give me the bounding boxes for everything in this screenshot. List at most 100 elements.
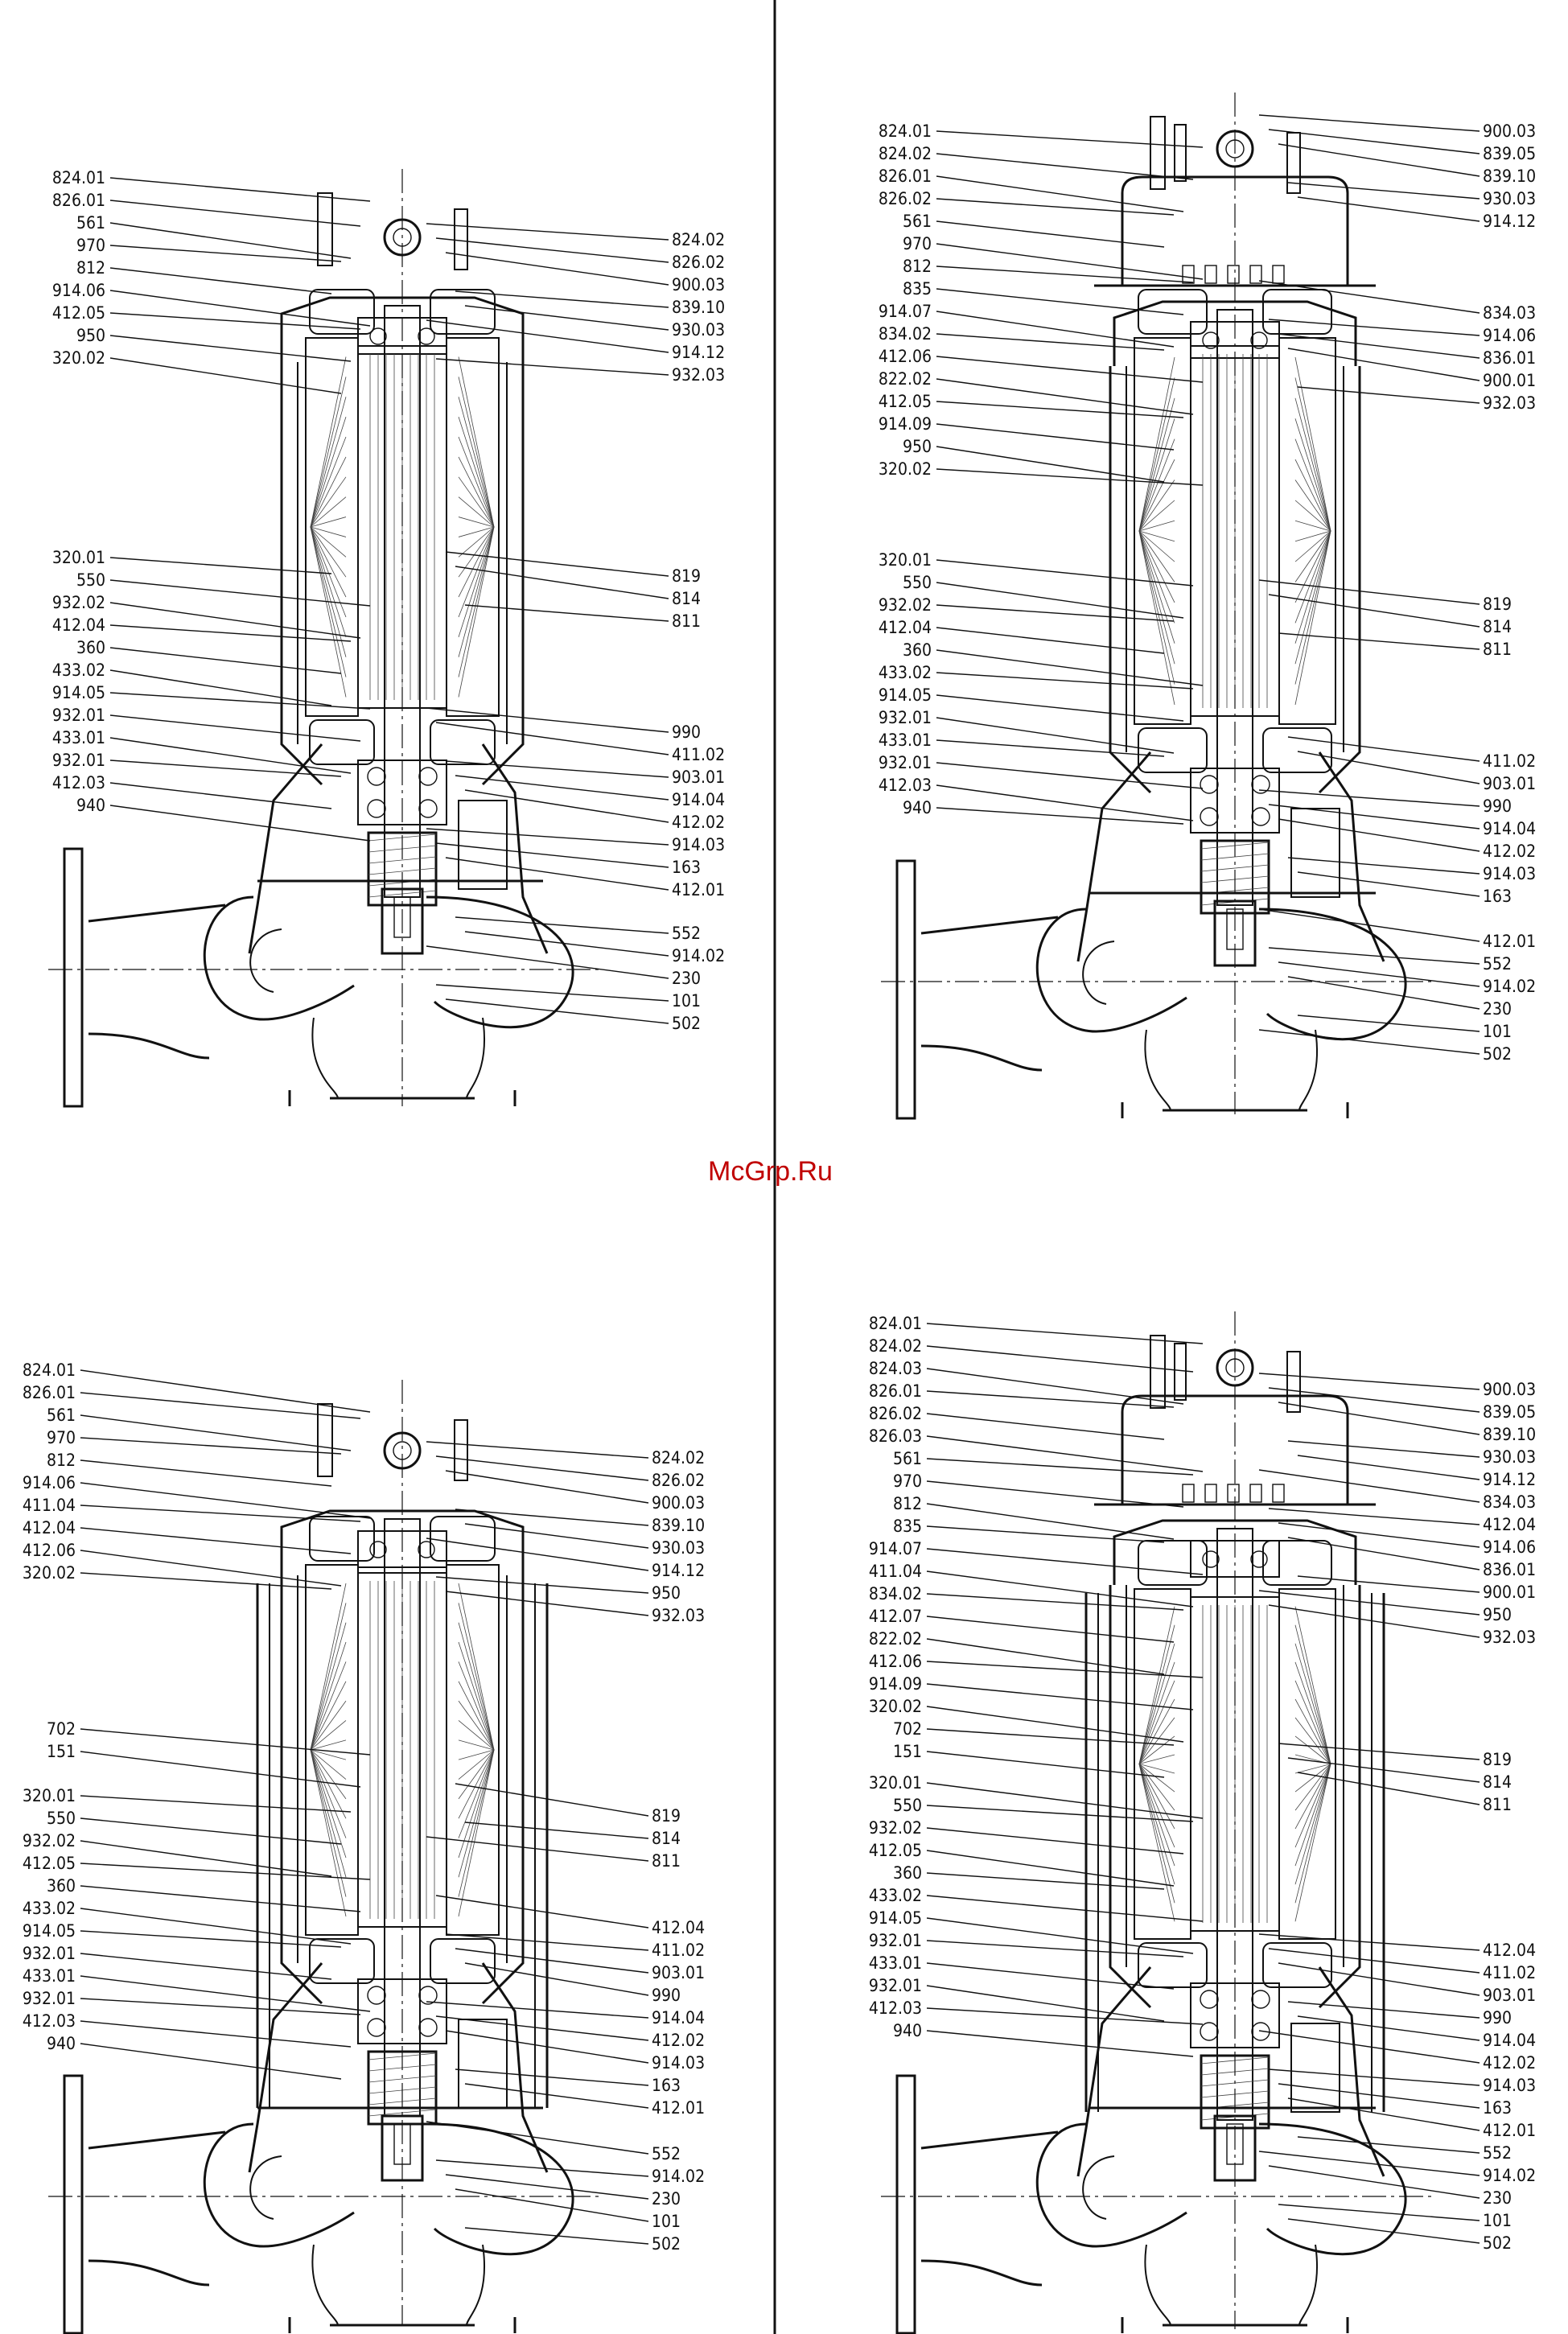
suction-wall bbox=[1144, 2244, 1171, 2326]
stator-hatch bbox=[458, 526, 495, 677]
part-label-left: 151 bbox=[893, 1742, 922, 1761]
part-label-left: 914.06 bbox=[23, 1473, 76, 1492]
leader-line bbox=[1268, 1604, 1480, 1638]
leader-line bbox=[926, 1390, 1175, 1408]
stator-hatch bbox=[1138, 530, 1175, 562]
leader-line bbox=[1278, 143, 1480, 177]
bearing-ball bbox=[1251, 807, 1270, 826]
part-label-left: 940 bbox=[76, 796, 105, 815]
leader-line bbox=[926, 1480, 1184, 1508]
leader-line bbox=[926, 1503, 1175, 1540]
part-label-left: 412.05 bbox=[23, 1854, 76, 1873]
stator-hatch bbox=[310, 1583, 347, 1751]
leader-line bbox=[926, 1895, 1204, 1922]
seal-hatch bbox=[368, 856, 437, 864]
stator-hatch bbox=[1138, 1764, 1175, 1811]
part-label-right: 914.02 bbox=[1483, 2166, 1536, 2185]
stator-hatch bbox=[310, 1749, 347, 1800]
stator-hatch bbox=[1294, 1680, 1331, 1764]
suction-wall bbox=[466, 2244, 485, 2326]
leader-line bbox=[455, 1948, 649, 1974]
part-label-left: 932.01 bbox=[879, 753, 932, 772]
part-number-callouts: 824.01824.02826.01826.02561970812835914.… bbox=[879, 114, 1536, 1064]
part-label-left: 561 bbox=[76, 213, 105, 233]
part-label-left: 433.01 bbox=[23, 1966, 76, 1986]
winding-head bbox=[1138, 727, 1208, 773]
leader-line bbox=[926, 1706, 1184, 1743]
part-label-left: 914.06 bbox=[52, 281, 105, 300]
part-label-right: 932.03 bbox=[1483, 393, 1536, 413]
stator-hatch bbox=[310, 1749, 347, 1838]
leader-line bbox=[926, 1345, 1194, 1373]
stator-hatch bbox=[1294, 1735, 1331, 1764]
leader-line bbox=[445, 551, 669, 577]
leader-line bbox=[80, 1953, 332, 1980]
leader-line bbox=[1258, 908, 1480, 942]
leader-line bbox=[426, 1836, 649, 1862]
leader-line bbox=[1297, 751, 1480, 784]
leader-line bbox=[426, 1537, 649, 1571]
leader-line bbox=[426, 2121, 649, 2155]
stator-hatch bbox=[310, 1749, 347, 1878]
part-label-left: 826.01 bbox=[52, 191, 105, 210]
cable-entry bbox=[454, 208, 468, 270]
leader-line bbox=[1258, 1029, 1480, 1055]
stator bbox=[305, 337, 359, 717]
stator-hatch bbox=[1138, 1735, 1175, 1764]
leader-line bbox=[445, 1591, 649, 1616]
leader-line bbox=[1258, 1933, 1480, 1951]
leader-line bbox=[455, 775, 669, 801]
part-label-left: 411.04 bbox=[869, 1562, 922, 1581]
part-label-right: 836.01 bbox=[1483, 1560, 1536, 1579]
part-label-right: 932.03 bbox=[652, 1606, 705, 1625]
winding-head bbox=[430, 289, 496, 335]
leader-line bbox=[1297, 196, 1480, 222]
leader-line bbox=[445, 1933, 649, 1951]
stator-hatch bbox=[310, 526, 347, 657]
part-label-right: 900.03 bbox=[1483, 121, 1536, 141]
stator-hatch bbox=[1138, 1624, 1175, 1764]
leader-line bbox=[1287, 857, 1480, 875]
part-label-right: 839.10 bbox=[652, 1516, 705, 1535]
discharge-pipe bbox=[920, 2130, 1059, 2150]
stator-hatch bbox=[458, 1583, 495, 1751]
part-label-right: 903.01 bbox=[672, 768, 725, 787]
part-label-left: 320.01 bbox=[23, 1786, 76, 1805]
part-label-right: 930.03 bbox=[672, 320, 725, 340]
terminal-bolt bbox=[1227, 265, 1240, 284]
leader-line bbox=[926, 2030, 1194, 2057]
part-label-right: 930.03 bbox=[1483, 189, 1536, 208]
part-label-right: 101 bbox=[652, 2212, 681, 2231]
leader-line bbox=[80, 1505, 361, 1522]
part-label-right: 412.01 bbox=[1483, 2121, 1536, 2140]
bearing-ball bbox=[1251, 2022, 1270, 2041]
stator-hatch bbox=[458, 526, 495, 698]
part-label-left: 824.01 bbox=[869, 1314, 922, 1333]
leader-line bbox=[455, 566, 669, 599]
mechanical-seal bbox=[367, 831, 438, 907]
part-label-right: 412.04 bbox=[1483, 1941, 1536, 1960]
stator-hatch bbox=[1138, 377, 1175, 532]
leader-line bbox=[926, 1616, 1175, 1643]
part-label-left: 914.05 bbox=[52, 683, 105, 702]
stator-hatch bbox=[458, 417, 495, 528]
stator-hatch bbox=[1138, 530, 1175, 624]
volute-channel bbox=[203, 895, 355, 1021]
leader-line bbox=[926, 1570, 1194, 1607]
stator-hatch bbox=[1138, 530, 1175, 603]
part-label-left: 561 bbox=[903, 212, 932, 231]
part-label-left: 412.06 bbox=[23, 1541, 76, 1560]
stator-hatch bbox=[310, 1661, 347, 1751]
stator-hatch bbox=[310, 417, 347, 528]
part-label-right: 900.01 bbox=[1483, 1583, 1536, 1602]
suction-wall bbox=[311, 1017, 339, 1099]
leader-line bbox=[1278, 1522, 1480, 1548]
discharge-flange bbox=[63, 2074, 84, 2334]
leader-line bbox=[109, 200, 361, 227]
part-label-left: 412.03 bbox=[23, 2011, 76, 2031]
part-label-left: 824.02 bbox=[879, 144, 932, 163]
leader-line bbox=[445, 252, 669, 286]
stator-hatch bbox=[310, 1720, 347, 1751]
leader-line bbox=[80, 1998, 361, 2015]
stator-hatch bbox=[1294, 1764, 1331, 1867]
